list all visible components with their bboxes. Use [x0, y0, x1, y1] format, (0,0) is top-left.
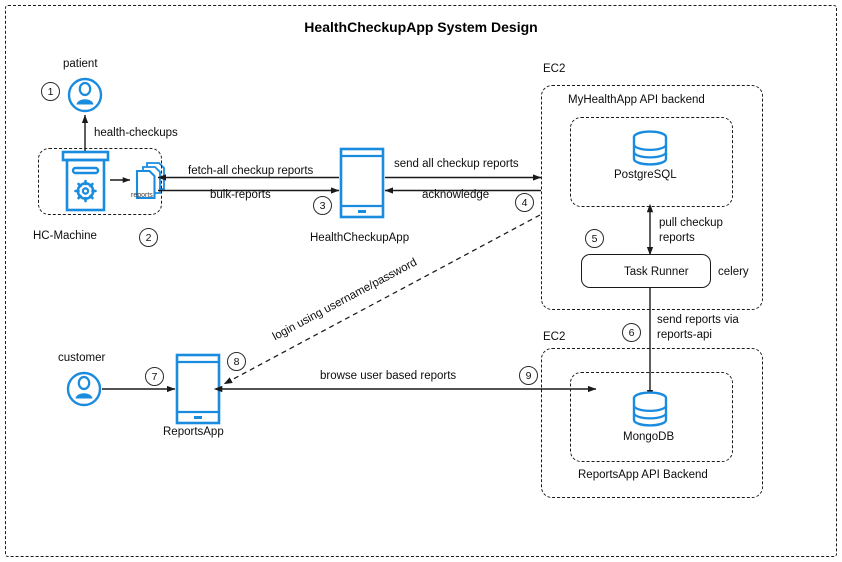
step-badge-9: 9: [519, 366, 538, 385]
pull-checkup-reports-label: pull checkup reports: [659, 216, 723, 245]
step-badge-6: 6: [622, 323, 641, 342]
myhealthapp-postgres-box: [570, 117, 733, 207]
reports-icon-label: reports: [131, 192, 153, 199]
myhealthapp-backend-label: MyHealthApp API backend: [568, 94, 705, 106]
mongodb-label: MongoDB: [623, 431, 675, 443]
reportsapp-backend-label: ReportsApp API Backend: [578, 469, 708, 481]
browse-label: browse user based reports: [320, 370, 457, 382]
outer-frame: [5, 5, 837, 557]
postgresql-label: PostgreSQL: [614, 169, 677, 181]
step-badge-8: 8: [227, 352, 246, 371]
page-title: HealthCheckupApp System Design: [304, 19, 538, 35]
task-runner-box[interactable]: [581, 254, 711, 288]
celery-label: celery: [718, 266, 749, 278]
acknowledge-label: acknowledge: [422, 189, 490, 201]
step-badge-2: 2: [139, 228, 158, 247]
healthcheckupapp-label: HealthCheckupApp: [310, 232, 410, 244]
reportsapp-mongo-box: [570, 372, 733, 462]
step-badge-1: 1: [41, 82, 60, 101]
reportsapp-label: ReportsApp: [163, 426, 224, 438]
patient-label: patient: [63, 58, 98, 70]
ec2-bottom-label: EC2: [543, 331, 566, 343]
hc-machine-label: HC-Machine: [33, 230, 97, 242]
step-badge-4: 4: [515, 193, 534, 212]
hc-machine-group: [38, 148, 162, 215]
step-badge-5: 5: [585, 229, 604, 248]
task-runner-label: Task Runner: [624, 266, 689, 278]
customer-label: customer: [58, 352, 106, 364]
fetch-all-label: fetch-all checkup reports: [188, 165, 314, 177]
pull-checkup-reports-line2: reports: [659, 231, 695, 244]
send-reports-line1: send reports via: [657, 314, 739, 326]
send-all-label: send all checkup reports: [394, 158, 519, 170]
health-checkups-label: health-checkups: [94, 127, 178, 139]
pull-checkup-reports-line1: pull checkup: [659, 217, 723, 229]
step-badge-7: 7: [145, 367, 164, 386]
ec2-top-box: [541, 85, 763, 310]
ec2-bottom-box: [541, 348, 763, 498]
send-reports-line2: reports-api: [657, 328, 712, 341]
bulk-reports-label: bulk-reports: [210, 189, 271, 201]
ec2-top-label: EC2: [543, 63, 566, 75]
step-badge-3: 3: [313, 196, 332, 215]
send-reports-via-api-label: send reports via reports-api: [657, 313, 739, 342]
